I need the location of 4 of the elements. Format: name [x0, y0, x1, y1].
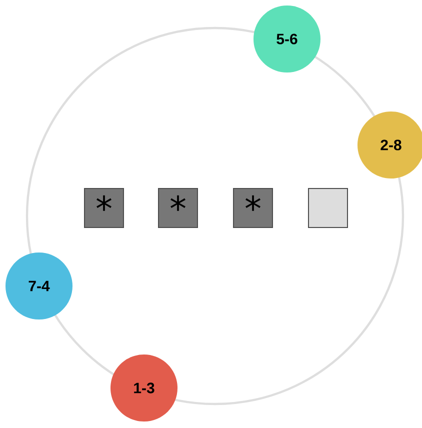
empty-box	[308, 188, 348, 228]
asterisk-box: *	[233, 188, 273, 228]
asterisk-box: *	[84, 188, 124, 228]
asterisk-box: *	[158, 188, 198, 228]
